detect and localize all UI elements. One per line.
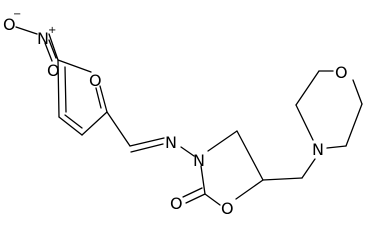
atom-n-morpholine: N	[312, 140, 324, 159]
atom-n-nitro: N	[37, 29, 49, 48]
atom-o-furan: O	[89, 71, 102, 90]
bond-c2-n	[200, 165, 206, 195]
atom-n-imine: N	[165, 133, 177, 152]
bond-ring-n-c4	[207, 130, 238, 152]
bond-nitro-o-n	[15, 26, 38, 35]
bond-nitro-n-c5	[48, 33, 59, 61]
charge-plus: +	[48, 25, 56, 36]
atom-o-carbonyl: O	[170, 194, 183, 213]
bond-morph-c1-c2	[295, 70, 320, 106]
bond-c2-carbonyl-double	[182, 187, 203, 198]
bond-c5-o	[235, 179, 264, 200]
bond-furan-c2-c3	[81, 111, 108, 136]
atom-n-ring: N	[193, 151, 205, 170]
bond-furan-c3-c4-inner	[64, 114, 83, 129]
bond-furan-c3-c4	[58, 116, 83, 136]
bond-furan-c2-o-inner	[95, 87, 102, 109]
bond-ch2-morph-n	[301, 158, 316, 179]
bond-o-c2	[204, 193, 221, 206]
bond-furan-o-c2	[99, 85, 108, 113]
molecule-structure: O − N + O O N N O O O N	[3, 9, 363, 218]
atom-o-morpholine: O	[335, 63, 348, 82]
bond-n-n	[180, 146, 195, 157]
bond-c5-ch2	[262, 177, 303, 181]
atom-o-nitro-double: O	[47, 61, 60, 80]
charge-minus: −	[13, 9, 21, 20]
bond-c2-ch	[106, 111, 131, 147]
bond-c2-carbonyl	[185, 193, 206, 204]
bond-c4-c5	[236, 130, 264, 181]
bond-ch-n-imine-double	[130, 143, 164, 153]
bond-nitro-n-o-double	[44, 42, 53, 62]
bond-morph-o-c3	[352, 79, 363, 105]
bond-ch-n-imine	[129, 137, 165, 147]
bond-furan-c4-c5-inner	[64, 66, 67, 113]
bond-morph-n-c1	[295, 104, 314, 141]
bond-morph-c3-c4	[345, 103, 363, 147]
bond-furan-c5-o	[57, 59, 92, 73]
bond-nitro-n-o-double-2	[48, 39, 57, 59]
atom-o-nitro-minus: O	[3, 15, 16, 34]
atom-o-ring: O	[221, 199, 234, 218]
bond-morph-c4-n	[326, 145, 347, 149]
bond-furan-c4-c5	[57, 59, 60, 118]
